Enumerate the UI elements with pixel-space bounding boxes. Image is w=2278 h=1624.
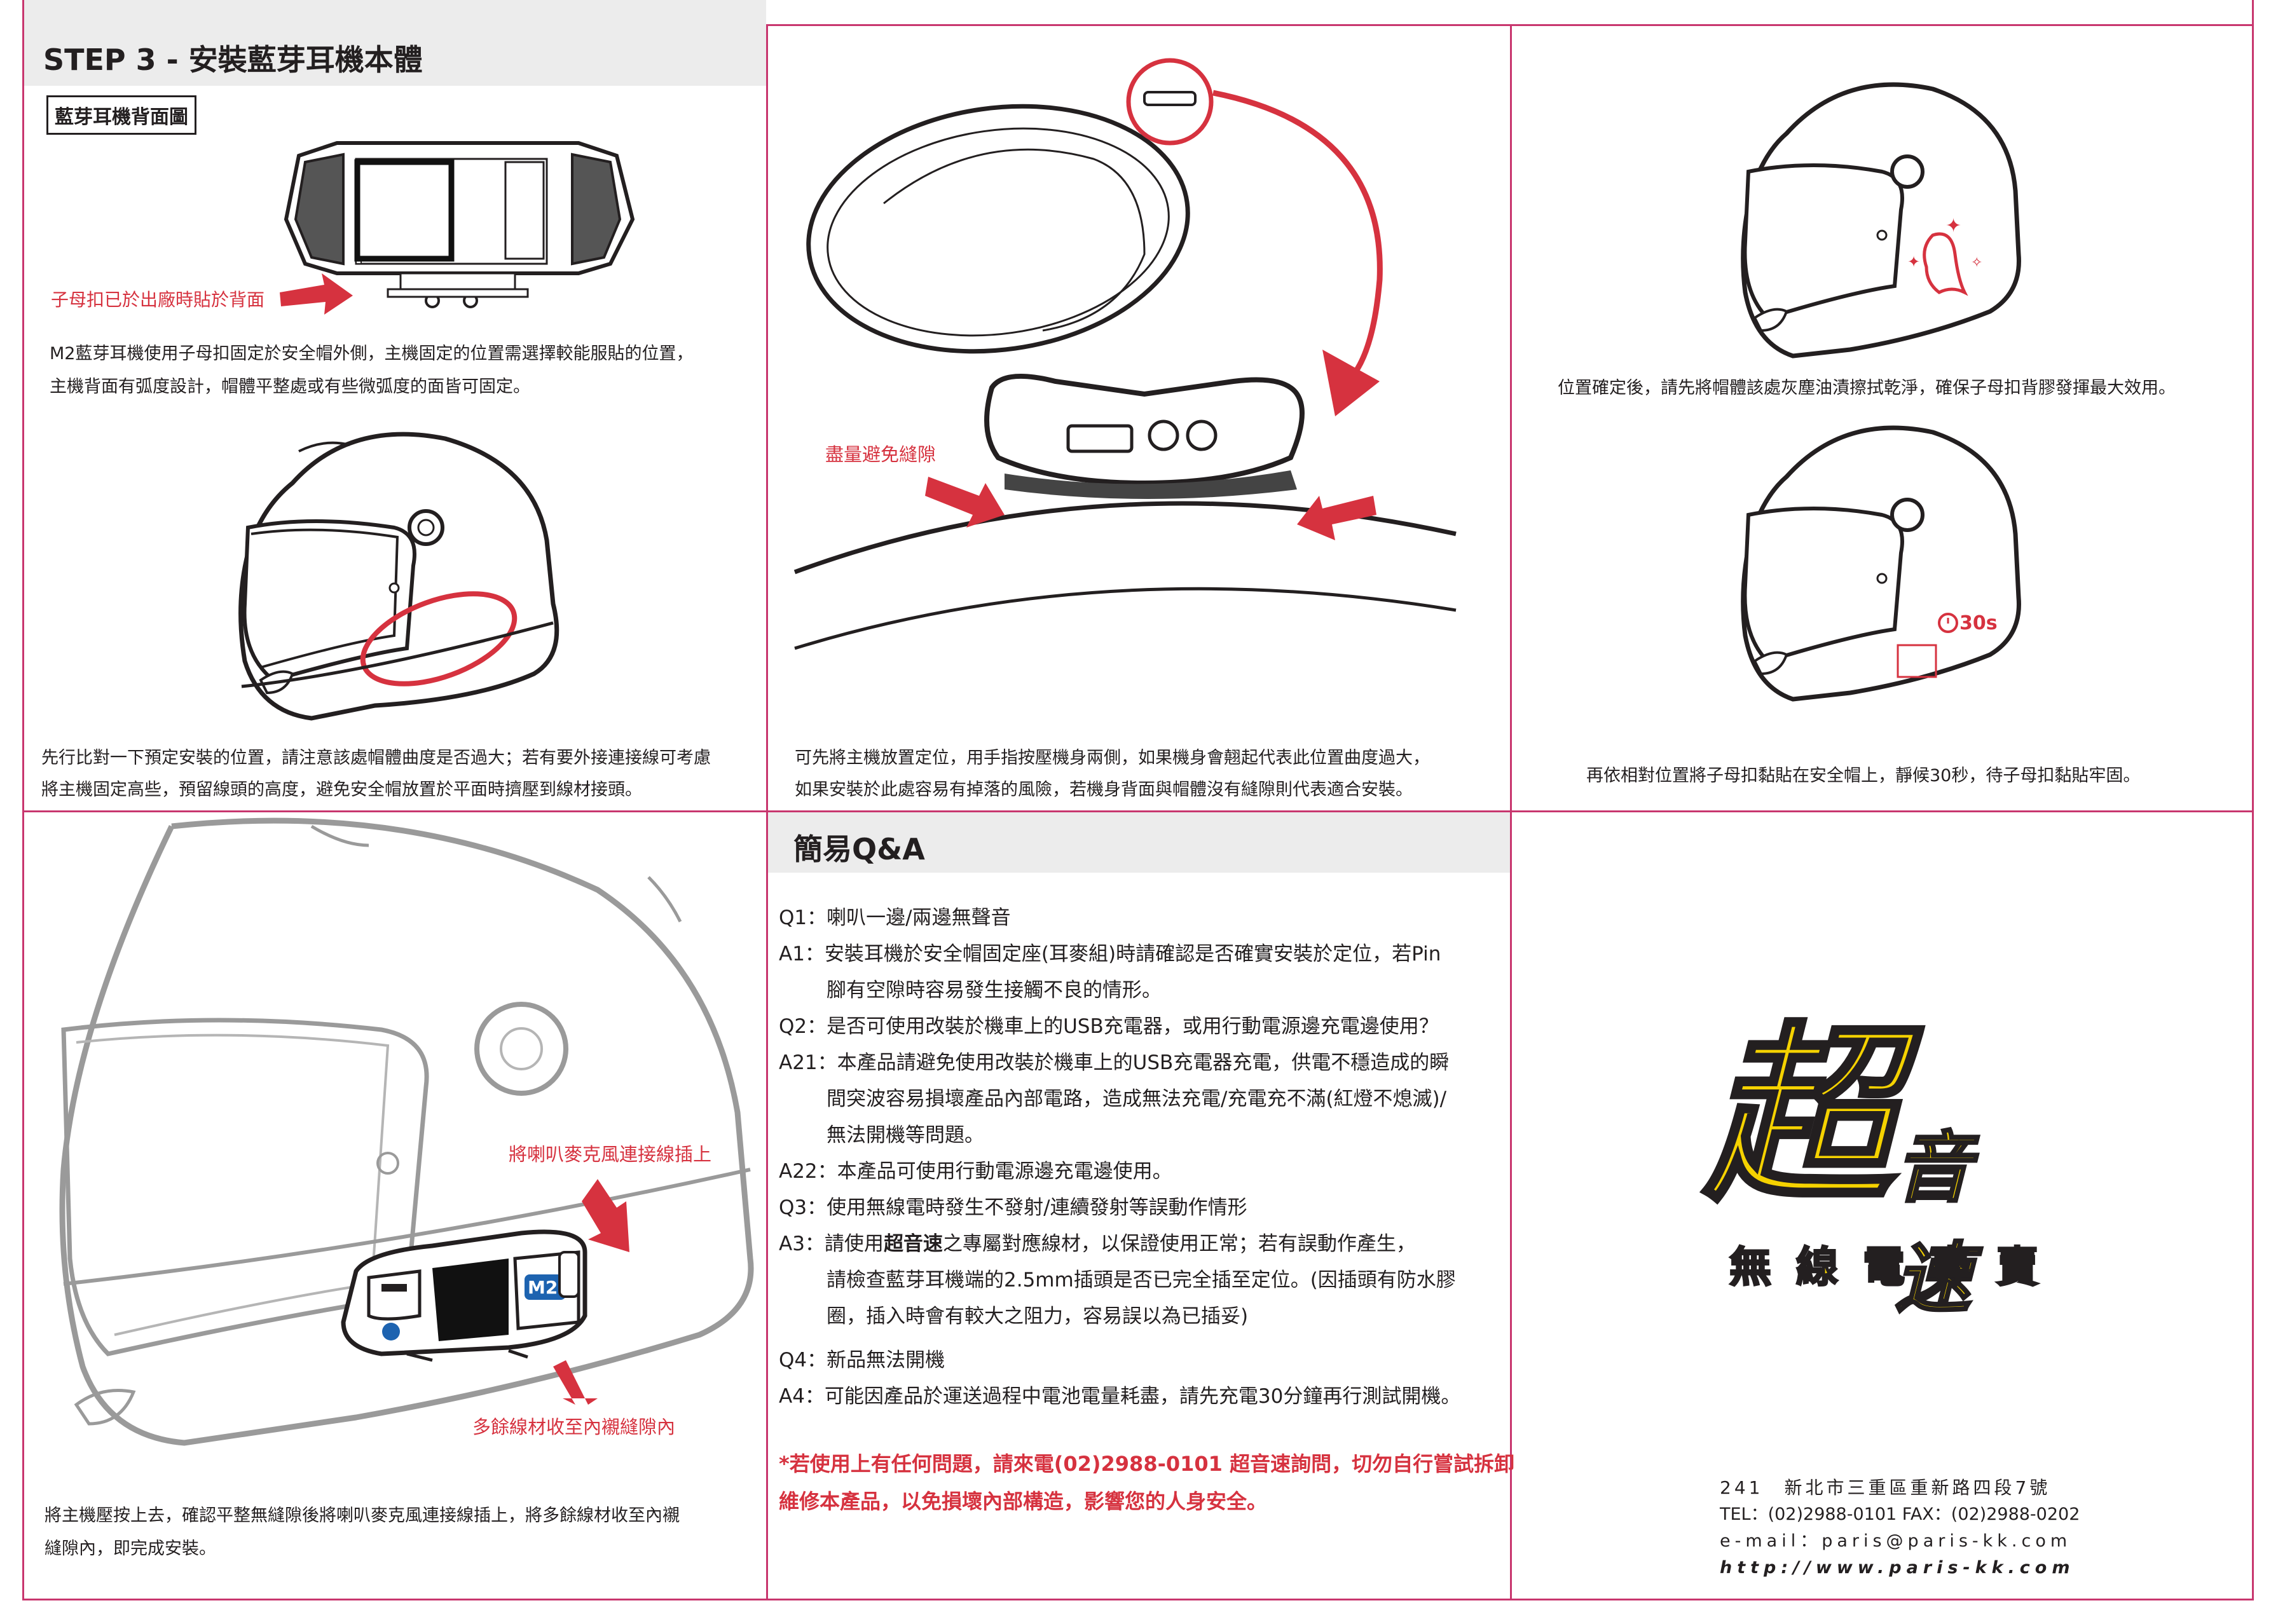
helmet-top-illustration <box>793 58 1457 650</box>
qa-a21-line1: A21：本產品請避免使用改裝於機車上的USB充電器充電，供電不穩造成的瞬 <box>779 1051 1450 1074</box>
panel3-attach-desc: 再依相對位置將子母扣黏貼在安全帽上，靜候30秒，待子母扣黏貼牢固。 <box>1586 766 2141 786</box>
warning-brand: 超音速 <box>1230 1452 1291 1476</box>
qa-a21-line3: 無法開機等問題。 <box>827 1124 984 1147</box>
step3-header <box>24 0 766 86</box>
cable-callout: 多餘線材收至內襯縫隙內 <box>472 1416 676 1438</box>
svg-text:M2: M2 <box>528 1277 558 1298</box>
helmet-side-illustration <box>238 432 559 721</box>
qa-q1: Q1：喇叭一邊/兩邊無聲音 <box>779 906 1011 929</box>
plug-callout: 將喇叭麥克風連接線插上 <box>509 1143 712 1165</box>
step3-desc1-line1: M2藍芽耳機使用子母扣固定於安全帽外側，主機固定的位置需選擇較能服貼的位置， <box>50 344 694 364</box>
velcro-callout: 子母扣已於出廠時貼於背面 <box>51 289 265 310</box>
warning-text-a: *若使用上有任何問題，請來電(02)2988-0101 <box>779 1452 1230 1476</box>
step3-desc2-line2: 將主機固定高些，預留線頭的高度，避免安全帽放置於平面時擠壓到線材接頭。 <box>41 780 642 800</box>
qa-q2: Q2：是否可使用改裝於機車上的USB充電器，或用行動電源邊充電邊使用？ <box>779 1015 1439 1038</box>
brand-address: 241 新北市三重區重新路四段7號 <box>1720 1477 2051 1498</box>
logo-subtitle: 無 線 電 專 賣 <box>1729 1242 2043 1293</box>
qa-a3-line3: 圈，插入時會有較大之阻力，容易誤以為已插妥) <box>827 1305 1249 1328</box>
qa-header <box>768 812 1510 873</box>
brand-logo: 超 音速 無 線 電 專 賣 <box>1702 1009 2060 1325</box>
qa-a3-prefix: A3：請使用 <box>779 1232 884 1255</box>
qa-a1-line2: 腳有空隙時容易發生接觸不良的情形。 <box>827 979 1162 1002</box>
timer-label: 30s <box>1959 612 1998 634</box>
divider-col1 <box>766 24 768 1600</box>
step3-desc2-line1: 先行比對一下預定安裝的位置，請注意該處帽體曲度是否過大；若有要外接連接線可考慮 <box>41 748 711 768</box>
helmet-attach-illustration <box>1741 425 2021 702</box>
brand-website[interactable]: http://www.paris-kk.com <box>1720 1558 2075 1578</box>
svg-text:✦: ✦ <box>1907 253 1920 271</box>
step3-title: STEP 3 - 安裝藍芽耳機本體 <box>43 43 423 77</box>
qa-a3-brand: 超音速 <box>883 1232 943 1255</box>
brand-tel-fax: TEL：(02)2988-0101 FAX：(02)2988-0202 <box>1720 1505 2080 1524</box>
step3-desc1-line2: 主機背面有弧度設計，帽體平整處或有些微弧度的面皆可固定。 <box>50 377 530 397</box>
panel2-desc-line2: 如果安裝於此處容易有掉落的風險，若機身背面與帽體沒有縫隙則代表適合安裝。 <box>795 780 1413 800</box>
qa-a3-line1: A3：請使用超音速之專屬對應線材，以保證使用正常；若有誤動作產生， <box>779 1226 1416 1262</box>
brand-email[interactable]: e-mail：paris@paris-kk.com <box>1720 1531 2072 1551</box>
svg-text:✦: ✦ <box>1945 215 1961 237</box>
logo-small-chars: 音速 <box>1893 1122 1984 1325</box>
qa-a3-rest: 之專屬對應線材，以保證使用正常；若有誤動作產生， <box>942 1232 1416 1255</box>
panel4-desc-line1: 將主機壓按上去，確認平整無縫隙後將喇叭麥克風連接線插上，將多餘線材收至內襯 <box>45 1506 680 1525</box>
back-view-label: 藍芽耳機背面圖 <box>46 95 196 135</box>
gap-callout: 盡量避免縫隙 <box>825 444 937 465</box>
svg-text:✧: ✧ <box>1971 255 1982 271</box>
device-back-illustration <box>284 141 635 308</box>
qa-a3-line2: 請檢查藍芽耳機端的2.5mm插頭是否已完全插至定位。(因插頭有防水膠 <box>827 1269 1456 1292</box>
warning-line1: *若使用上有任何問題，請來電(02)2988-0101 超音速詢問，切勿自行嘗試… <box>779 1445 1514 1483</box>
warning-line2: 維修本產品，以免損壞內部構造，影響您的人身安全。 <box>779 1489 1268 1513</box>
qa-a4: A4：可能因產品於運送過程中電池電量耗盡，請先充電30分鐘再行測試開機。 <box>779 1385 1461 1408</box>
logo-big-char: 超 <box>1702 1003 1897 1227</box>
qa-q4: Q4：新品無法開機 <box>779 1349 945 1372</box>
qa-a1-line1: A1：安裝耳機於安全帽固定座(耳麥組)時請確認是否確實安裝於定位，若Pin <box>779 943 1441 966</box>
divider-col2 <box>1510 24 1512 1600</box>
qa-q3: Q3：使用無線電時發生不發射/連續發射等誤動作情形 <box>779 1196 1247 1219</box>
panel3-clean-desc: 位置確定後，請先將帽體該處灰塵油漬擦拭乾淨，確保子母扣背膠發揮最大效用。 <box>1558 378 2176 398</box>
panel4-desc-line2: 縫隙內，即完成安裝。 <box>45 1539 216 1559</box>
qa-a21-line2: 間突波容易損壞產品內部電路，造成無法充電/充電充不滿(紅燈不熄滅)/ <box>827 1088 1447 1110</box>
helmet-clean-illustration: ✦ ✦ ✧ <box>1741 82 2021 358</box>
warning-text-c: 詢問，切勿自行嘗試拆卸 <box>1291 1452 1515 1476</box>
page-frame <box>22 0 2254 1600</box>
divider-row <box>22 810 2254 812</box>
helmet-large-illustration: M2 <box>59 817 754 1446</box>
panel2-desc-line1: 可先將主機放置定位，用手指按壓機身兩側，如果機身會翹起代表此位置曲度過大， <box>795 748 1430 768</box>
qa-title: 簡易Q&A <box>793 832 925 866</box>
arrow-velcro <box>280 273 353 315</box>
qa-a22: A22：本產品可使用行動電源邊充電邊使用。 <box>779 1160 1172 1183</box>
